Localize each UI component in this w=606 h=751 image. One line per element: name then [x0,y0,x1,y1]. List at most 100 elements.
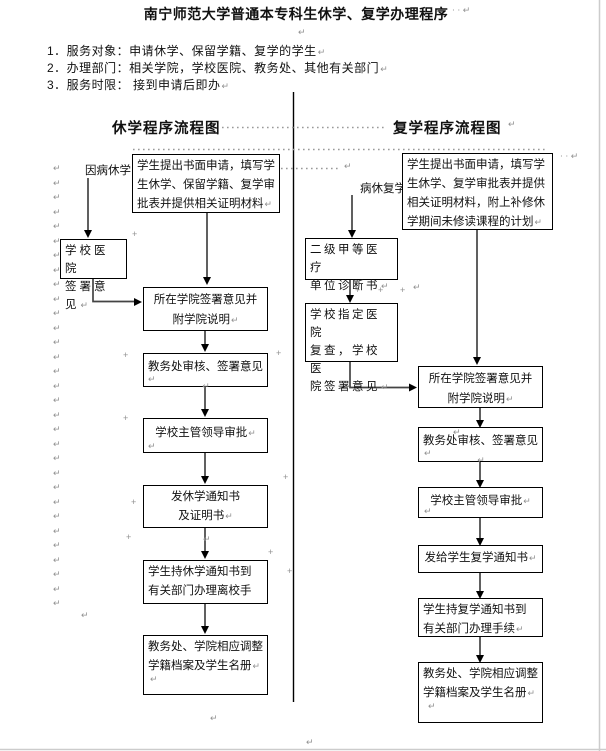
formatting-mark: ↵ [150,674,158,684]
resumption-box-college-opinion: 所在学院签署意见并 附学院说明↵ [418,366,543,408]
formatting-mark: + [126,532,132,542]
formatting-mark: ↵ [53,192,61,202]
line-break-mark: ↵ [527,688,536,698]
formatting-mark: ↵ [453,427,461,437]
suspension-box-apply: 学生提出书面申请，填写学 生休学、保留学籍、复学审 批表并提供相关证明材料↵ [132,154,280,213]
formatting-mark: ↵ [53,265,61,275]
formatting-mark: ↵ [428,701,436,711]
suspension-box-academic-office: 教务处审核、签署意见↵ [143,353,268,391]
resumption-box-adjust-records: 教务处、学院相应调整 学籍档案及学生名册↵ [418,662,543,723]
formatting-mark: ↵ [53,598,61,608]
formatting-mark: ↵ [424,506,432,516]
formatting-mark: + [132,229,138,239]
formatting-mark: ↵ [53,424,61,434]
formatting-mark: ↵ [53,526,61,536]
formatting-mark: + [287,566,293,576]
formatting-mark: ↵ [53,482,61,492]
formatting-mark: + [355,285,361,295]
formatting-mark: ↵ [508,119,516,129]
suspension-box-leader-approval: 学校主管领导审批↵ [143,418,268,453]
formatting-mark: ↵ [53,366,61,376]
formatting-mark: ↵ [53,323,61,333]
formatting-mark: ↵ [53,279,61,289]
line-break-mark: ↵ [381,281,389,291]
formatting-mark: ↵ [344,161,352,171]
formatting-mark: ↵ [424,448,432,458]
suspension-box-adjust-records: 教务处、学院相应调整 学籍档案及学生名册↵ [143,635,268,695]
formatting-mark: + [276,348,282,358]
formatting-mark: ↵ [210,713,218,723]
formatting-mark: + [123,413,129,423]
formatting-mark: ↵ [306,737,314,747]
line-break-mark: ↵ [252,661,261,671]
line-break-mark: ↵ [317,47,326,57]
dotted-leader-lines [133,126,545,170]
note-service-time-limit: 3．服务时限： 接到申请后即办↵ [47,78,230,92]
formatting-mark: ↵ [53,410,61,420]
formatting-mark: + [268,547,274,557]
formatting-mark: ↵ [53,294,61,304]
line-break-mark: ↵ [248,428,256,438]
suspension-box-school-hospital: 学校医院 签署意见↵ [60,239,127,311]
formatting-mark: ↵ [53,236,61,246]
formatting-mark: ↵ [53,163,61,173]
formatting-mark: ↵ [418,181,426,191]
line-break-mark: ↵ [534,217,543,227]
arrowheads [84,230,484,663]
line-break-mark: ↵ [381,382,389,392]
line-break-mark: ↵ [264,199,273,209]
formatting-mark: + [378,285,384,295]
formatting-mark: ↵ [53,395,61,405]
formatting-mark: ↵ [53,511,61,521]
formatting-mark: ↵ [53,555,61,565]
suspension-box-college-opinion: 所在学院签署意见并 附学院说明↵ [143,287,268,331]
line-break-mark: ↵ [380,64,388,74]
line-break-mark: ↵ [477,455,485,465]
formatting-mark: ↵ [53,540,61,550]
formatting-mark: ↵ [148,441,156,451]
formatting-mark: ↵ [298,27,306,37]
formatting-mark: ↵ [53,468,61,478]
formatting-mark: ↵ [53,584,61,594]
line-break-mark: ↵ [505,394,514,404]
resumption-box-academic-office: 教务处审核、签署意见↵ [418,427,543,465]
note-handling-departments: 2．办理部门：相关学院，学校医院、教务处、其他有关部门↵ [47,61,388,75]
formatting-mark: ↵ [53,453,61,463]
formatting-mark: ↵ [53,439,61,449]
formatting-mark: ↵ [203,534,211,544]
formatting-mark: ↵ [413,282,421,292]
line-break-mark: ↵ [225,511,233,521]
resumption-box-apply: 学生提出书面申请，填写学 生休学、复学审批表并提供 相关证明材料，附上补修休 学… [402,153,553,230]
formatting-mark: ⋅ ⋅ ↵ [560,151,579,161]
formatting-mark: ↵ [53,221,61,231]
formatting-mark: ↵ [53,308,61,318]
resumption-box-return-procedures: 学生持复学通知书到 有关部门办理手续↵ [418,598,543,637]
suspension-branch-label: 因病休学 [85,165,131,177]
formatting-mark: ↵ [53,250,61,260]
line-break-mark: ↵ [523,496,531,506]
resumption-flow-header: 复学程序流程图 [393,121,502,137]
line-break-mark: ↵ [516,624,524,634]
formatting-mark: ↵ [53,337,61,347]
line-break-mark: ↵ [528,553,537,563]
formatting-mark: + [131,497,137,507]
suspension-box-leave-procedures: 学生持休学通知书到 有关部门办理离校手 [143,560,268,604]
line-break-mark: ↵ [80,300,89,310]
suspension-flow-header: 休学程序流程图 [112,121,221,137]
resumption-box-hospital-recheck: 学校指定医院 复查，学校医 院签署意见↵ [305,303,398,393]
suspension-box-issue-notice: 发休学通知书 及证明书↵ [143,485,268,528]
formatting-mark: ↵ [148,374,156,384]
page-title: 南宁师范大学普通本专科生休学、复学办理程序 [143,6,449,22]
line-break-mark: ↵ [202,381,210,391]
formatting-mark: + [400,285,406,295]
formatting-mark: ↵ [53,497,61,507]
note-service-target: 1．服务对象：申请休学、保留学籍、复学的学生↵ [47,44,326,58]
resumption-box-issue-notice: 发给学生复学通知书↵ [418,545,543,573]
formatting-mark: ↵ [53,381,61,391]
resumption-box-diagnosis: 二级甲等医疗 单位诊断书↵ [305,238,398,292]
formatting-mark: ↵ [53,207,61,217]
connector-lines [87,178,481,655]
formatting-mark: ↵ [53,569,61,579]
